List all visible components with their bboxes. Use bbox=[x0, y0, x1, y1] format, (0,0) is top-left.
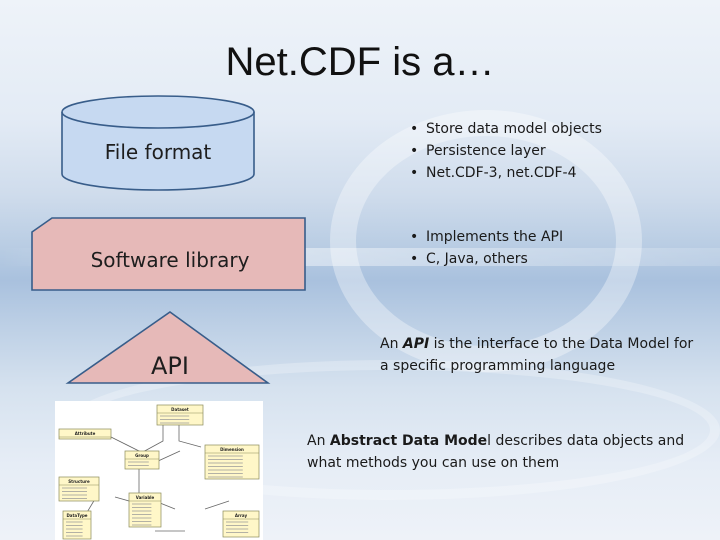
bullet-text: Persistence layer bbox=[426, 143, 546, 159]
diagram-box-group bbox=[124, 450, 160, 470]
diagram-box-structure bbox=[58, 476, 100, 502]
software-library-shape bbox=[31, 217, 306, 291]
bullet-icon: • bbox=[410, 165, 419, 181]
diagram-box-title: DataType bbox=[66, 513, 87, 518]
file-format-label: File format bbox=[104, 140, 212, 164]
api-label: API bbox=[151, 352, 189, 380]
diagram-box-title: Variable bbox=[136, 495, 155, 500]
bullet-text: Store data model objects bbox=[426, 121, 602, 137]
api-definition-term: API bbox=[402, 336, 430, 352]
api-definition-text: An API is the interface to the Data Mode… bbox=[380, 333, 700, 377]
bullet-icon: • bbox=[410, 229, 419, 245]
adm-definition-term: Abstract Data Mode bbox=[329, 433, 488, 449]
bullet-item: • Persistence layer bbox=[410, 140, 602, 162]
abstract-data-model-text: An Abstract Data Model describes data ob… bbox=[307, 430, 697, 474]
diagram-box-datatype bbox=[62, 510, 92, 540]
cylinder-body bbox=[61, 112, 255, 191]
adm-definition-rest: l describes data objects and what method… bbox=[307, 433, 685, 471]
bullet-item: • Implements the API bbox=[410, 226, 563, 248]
diagram-box-title: Dataset bbox=[171, 407, 189, 412]
diagram-box-title: Array bbox=[235, 513, 248, 518]
diagram-box-attribute bbox=[58, 428, 112, 440]
bullet-icon: • bbox=[410, 121, 419, 137]
bullet-text: C, Java, others bbox=[426, 251, 528, 267]
bullet-icon: • bbox=[410, 143, 419, 159]
bullet-icon: • bbox=[410, 251, 419, 267]
bullet-text: Implements the API bbox=[426, 229, 564, 245]
api-triangle bbox=[65, 311, 271, 384]
diagram-box-dataset bbox=[156, 404, 204, 426]
bullet-item: • Store data model objects bbox=[410, 118, 602, 140]
bullet-text: Net.CDF-3, net.CDF-4 bbox=[426, 165, 577, 181]
software-library-bullet-list: • Implements the API • C, Java, others bbox=[410, 226, 563, 270]
file-format-bullet-list: • Store data model objects • Persistence l… bbox=[410, 118, 602, 184]
api-definition-lead: An bbox=[380, 336, 403, 352]
bullet-item: • C, Java, others bbox=[410, 248, 563, 270]
software-library-label: Software library bbox=[90, 248, 250, 272]
cylinder-top bbox=[61, 95, 255, 129]
diagram-box-title: Structure bbox=[68, 479, 90, 484]
api-definition-rest: is the interface to the Data Model for a… bbox=[380, 336, 694, 374]
bullet-item: • Net.CDF-3, net.CDF-4 bbox=[410, 162, 602, 184]
diagram-box-title: Attribute bbox=[75, 431, 96, 436]
diagram-box-title: Dimension bbox=[220, 447, 244, 452]
file-format-cylinder bbox=[61, 95, 255, 191]
slide-title: Net.CDF is a… bbox=[225, 40, 495, 84]
diagram-class-fields bbox=[62, 415, 249, 537]
adm-definition-lead: An bbox=[307, 433, 330, 449]
diagram-box-title: Group bbox=[135, 453, 149, 458]
